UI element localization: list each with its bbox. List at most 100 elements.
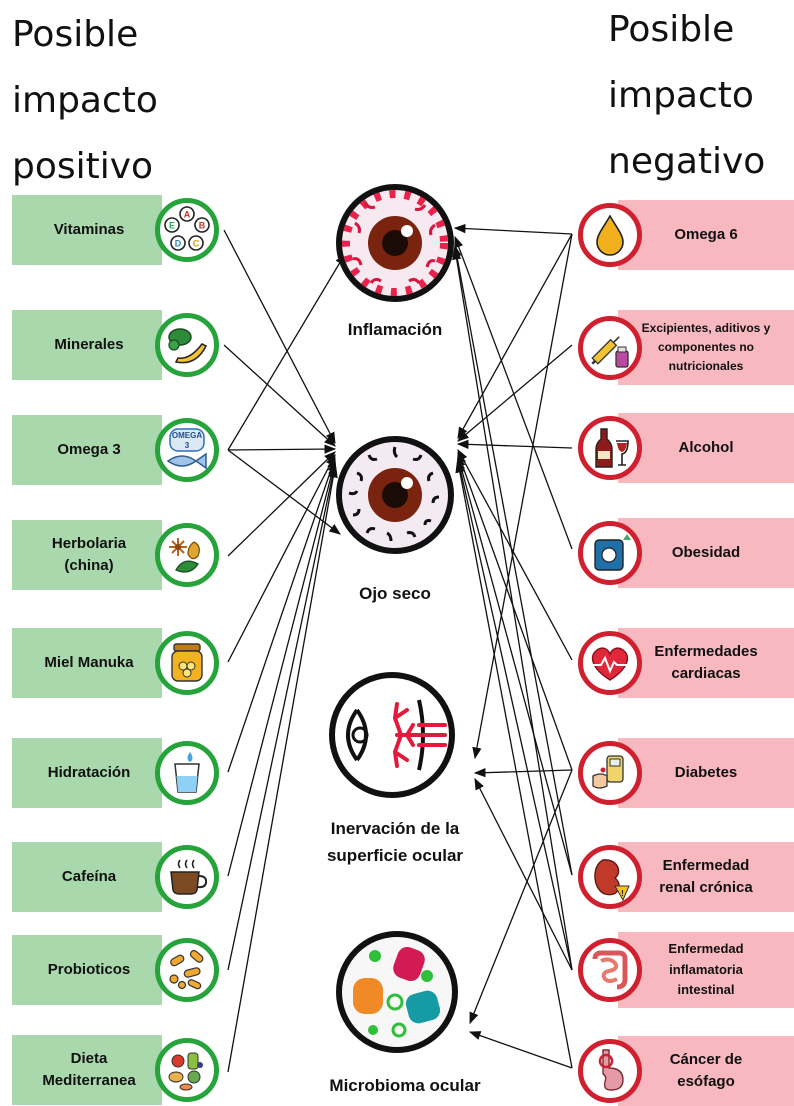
negative-label: Alcohol [678, 439, 734, 457]
water-glass-icon [155, 741, 219, 805]
vitamins-icon: A B C D E [155, 198, 219, 262]
arrow [452, 244, 573, 876]
heading-positive-line: positivo [12, 146, 154, 187]
heading-positive-line: Posible [12, 14, 139, 55]
coffee-cup-icon [155, 845, 219, 909]
intestine-icon [578, 938, 642, 1002]
oil-drop-icon [578, 203, 642, 267]
arrow [457, 451, 573, 771]
microbiome-icon [335, 930, 460, 1055]
negative-label: Cáncer de esófago [669, 1051, 743, 1090]
arrow [227, 449, 341, 535]
positive-label: Cafeína [61, 868, 117, 886]
positive-label: Herbolaria (china) [51, 535, 127, 574]
vitamin-letter: E [169, 221, 175, 231]
positive-label: Miel Manuka [44, 654, 134, 672]
esophagus-icon [578, 1039, 642, 1103]
negative-box: Excipientes, aditivos y componentes no n… [618, 310, 794, 385]
omega-text: 3 [185, 441, 190, 450]
negative-label: Omega 6 [674, 226, 738, 244]
arrow [472, 233, 573, 760]
negative-box: Enfermedades cardiacas [618, 628, 794, 698]
negative-box: Enfermedad inflamatoria intestinal [618, 932, 794, 1008]
positive-label: Hidratación [47, 764, 131, 782]
center-label: Inflamación [347, 320, 443, 339]
arrow [223, 229, 336, 445]
honey-jar-icon [155, 631, 219, 695]
positive-box: Herbolaria (china) [12, 520, 162, 590]
arrow [455, 457, 573, 971]
arrow [223, 344, 336, 447]
mediterranean-food-icon [155, 1038, 219, 1102]
negative-box: Obesidad [618, 518, 794, 588]
arrow [227, 453, 336, 663]
arrow [227, 252, 346, 451]
center-label: Ojo seco [359, 584, 431, 603]
svg-text:!: ! [621, 889, 624, 898]
arrow [456, 454, 573, 876]
omega-text: OMEGA [172, 431, 202, 440]
negative-box: Enfermedad renal crónica [618, 842, 794, 912]
vitamin-letter: B [199, 221, 206, 231]
positive-label: Vitaminas [53, 221, 125, 239]
negative-label: Enfermedad renal crónica [659, 857, 753, 896]
arrow [468, 1031, 573, 1069]
negative-label: Enfermedad inflamatoria intestinal [668, 940, 744, 998]
arrow [455, 460, 573, 1069]
negative-label: Excipientes, aditivos y componentes no n… [641, 320, 771, 374]
arrow [457, 233, 573, 440]
arrow [473, 767, 573, 778]
positive-box: Probioticos [12, 935, 162, 1005]
negative-box: Diabetes [618, 738, 794, 808]
arrow [453, 223, 573, 235]
negative-label: Obesidad [671, 544, 741, 562]
eye-nerve-icon [327, 670, 457, 800]
arrow [227, 456, 337, 773]
arrow [227, 451, 336, 557]
heading-positive-line: impacto [12, 80, 158, 121]
positive-label: Omega 3 [57, 441, 121, 459]
heading-negative-line: negativo [608, 141, 766, 182]
arrow [456, 439, 573, 450]
positive-box: Miel Manuka [12, 628, 162, 698]
positive-label: Minerales [54, 336, 124, 354]
syringe-vial-icon [578, 316, 642, 380]
vitamin-letter: C [193, 239, 200, 249]
negative-box: Omega 6 [618, 200, 794, 270]
arrow [227, 465, 338, 1073]
positive-box: Dieta Mediterranea [12, 1035, 162, 1105]
herbs-icon [155, 523, 219, 587]
wine-bottle-icon [578, 416, 642, 480]
vitamin-letter: A [184, 210, 191, 220]
negative-box: Alcohol [618, 413, 794, 483]
negative-box: Cáncer de esófago [618, 1036, 794, 1106]
kidney-icon: ! [578, 845, 642, 909]
glucometer-icon [578, 741, 642, 805]
positive-box: Hidratación [12, 738, 162, 808]
arrow [457, 344, 573, 442]
arrow [457, 448, 573, 661]
arrow [227, 459, 337, 877]
heading-negative: Posible impacto negativo [608, 0, 765, 195]
arrow [474, 777, 573, 971]
heading-negative-line: Posible [608, 9, 735, 50]
negative-label: Enfermedades cardiacas [654, 643, 758, 682]
dry-eye-icon [335, 435, 455, 555]
positive-label: Probioticos [47, 961, 131, 979]
positive-label: Dieta Mediterranea [42, 1050, 136, 1089]
positive-box: Omega 3 [12, 415, 162, 485]
negative-label: Diabetes [674, 764, 738, 782]
arrow [227, 444, 337, 454]
arrow [454, 235, 573, 550]
heart-pulse-icon [578, 631, 642, 695]
positive-box: Vitaminas [12, 195, 162, 265]
heading-positive: Posible impacto positivo [12, 2, 158, 200]
omega3-fish-icon: OMEGA 3 [155, 418, 219, 482]
inflamed-eye-icon [335, 183, 455, 303]
center-label: Inervación de la superficie ocular [326, 819, 464, 866]
positive-box: Minerales [12, 310, 162, 380]
vitamin-letter: D [175, 239, 182, 249]
minerals-icon [155, 313, 219, 377]
positive-box: Cafeína [12, 842, 162, 912]
